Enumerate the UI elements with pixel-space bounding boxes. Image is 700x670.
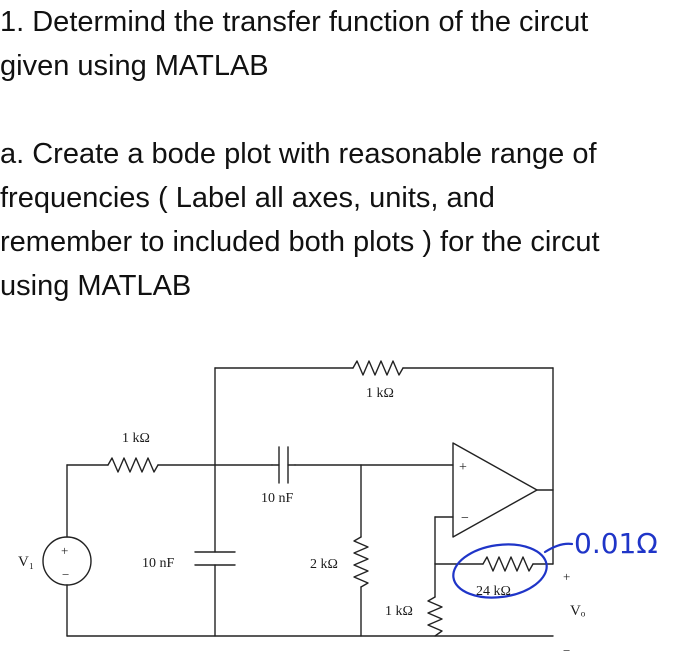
label-c-series: 10 nF [261,491,294,506]
part-a-line-2: frequencies ( Label all axes, units, and [0,182,495,214]
label-source-minus: − [62,567,69,582]
question-text: 1. Determind the transfer function of th… [0,0,700,308]
resistor-24k [482,556,534,572]
annotation-leader [543,542,574,554]
label-r-24k: 24 kΩ [476,584,511,599]
label-opamp-plus: + [459,460,467,475]
label-out-minus: − [563,643,570,658]
label-out-plus: + [563,569,570,584]
label-c-shunt: 10 nF [142,556,175,571]
title-line-1: 1. Determind the transfer function of th… [0,6,589,38]
annotation-text: 0.01Ω [574,527,658,560]
hand-annotation [452,542,574,599]
resistor-1k-feedback [352,360,404,376]
label-r-ground: 1 kΩ [385,604,413,619]
annotation-circle [452,543,548,599]
title-line-2: given using MATLAB [0,50,269,82]
resistor-2k [353,536,369,588]
label-output: Vₒ [570,603,586,619]
part-a-line-1: a. Create a bode plot with reasonable ra… [0,138,597,170]
label-r-in: 1 kΩ [122,431,150,446]
label-r-2k: 2 kΩ [310,557,338,572]
part-a-line-3: remember to included both plots ) for th… [0,226,600,258]
resistor-1k-ground [427,596,443,637]
label-r-feedback: 1 kΩ [366,386,394,401]
part-a-line-4: using MATLAB [0,270,192,302]
opamp-triangle [452,442,538,538]
label-source-plus: + [61,543,68,558]
label-opamp-minus: − [461,511,469,526]
resistor-1k-input [107,457,159,473]
label-source: V₁ [18,554,34,570]
